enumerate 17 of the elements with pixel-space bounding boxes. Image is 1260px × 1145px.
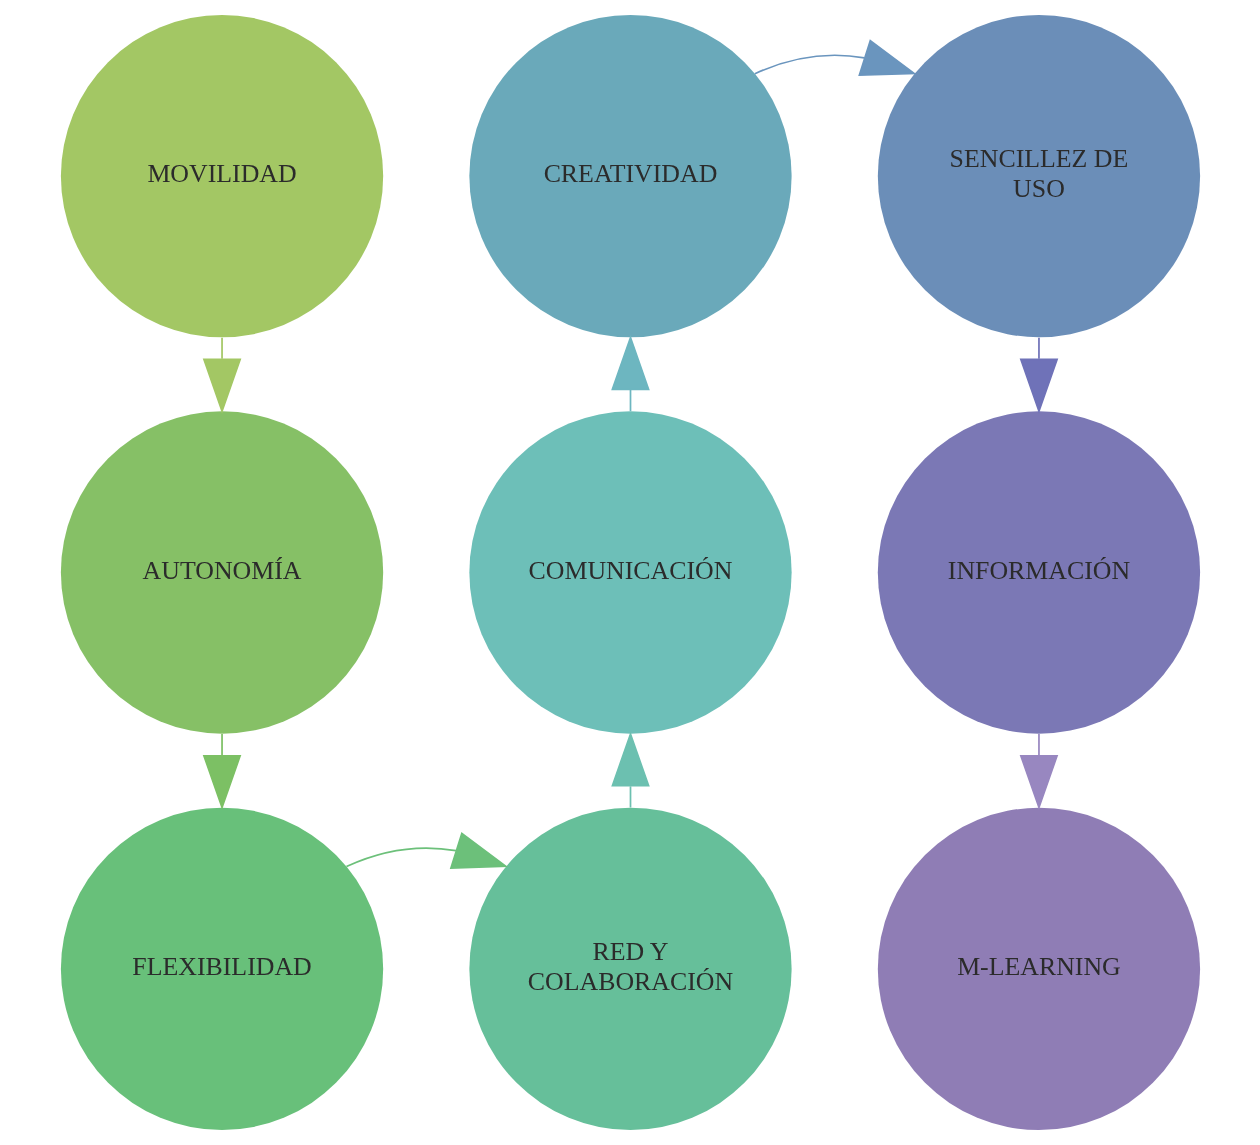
node-circle: MOVILIDAD xyxy=(60,14,383,338)
arrow xyxy=(202,733,241,811)
arrow xyxy=(1019,733,1058,811)
arrow xyxy=(1019,336,1058,414)
node-circle: M-LEARNING xyxy=(877,807,1200,1131)
node-circle: SENCILLEZ DE USO xyxy=(877,14,1200,338)
arrow xyxy=(610,335,650,412)
node-circle: AUTONOMÍA xyxy=(60,411,383,734)
arrow xyxy=(753,39,917,77)
node-circle: CREATIVIDAD xyxy=(468,14,792,338)
arrow xyxy=(345,832,508,869)
node-circle: INFORMACIÓN xyxy=(877,411,1200,734)
arrow xyxy=(610,731,650,809)
arrow xyxy=(202,336,241,414)
node-circle: RED Y COLABORACIÓN xyxy=(468,807,792,1131)
node-circle: COMUNICACIÓN xyxy=(468,411,792,734)
node-circle: FLEXIBILIDAD xyxy=(60,807,383,1131)
